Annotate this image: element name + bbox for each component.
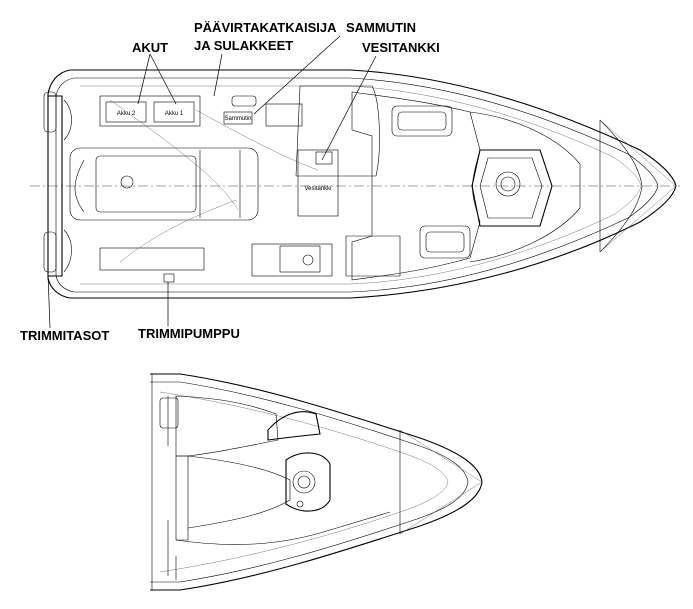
stern-curve-b [63, 229, 72, 273]
bow-line-a [599, 119, 677, 187]
bow-window [267, 411, 321, 441]
hull-inner-rail [55, 77, 659, 293]
engine-hatch [95, 155, 197, 213]
hull-outline [47, 69, 677, 299]
lower-curve [175, 511, 391, 545]
hull-deck-line [80, 85, 642, 285]
anchor-locker-inner [500, 176, 516, 192]
trim-pump-box [99, 247, 205, 271]
cable-b [119, 199, 237, 263]
cabin-entry [175, 455, 189, 541]
bow-section-rail [150, 381, 469, 583]
battery-2-label: Akku 2 [117, 111, 136, 117]
label-trim-tabs: TRIMMITASOT [20, 328, 109, 343]
port-window-inner [397, 111, 447, 131]
cabin-window-area [175, 395, 279, 457]
bow-hatch [285, 452, 331, 512]
leader-akut-b [149, 53, 177, 105]
forward-hatch-inner [479, 157, 543, 219]
fuse-box [231, 95, 257, 107]
cabin-floor [187, 455, 291, 529]
leader-akut-a [137, 53, 151, 105]
label-water-tank: VESITANKKI [362, 40, 440, 55]
aft-seat-curve [74, 159, 85, 213]
bow-section-outline [150, 373, 483, 591]
label-main-switch-1: PÄÄVIRTAKATKAISIJA [194, 20, 337, 35]
cable-a [109, 99, 239, 211]
leader-trim-tabs [47, 273, 51, 329]
bottom-view-bow [150, 373, 483, 591]
main-switch-panel [265, 103, 303, 127]
battery-box [99, 95, 201, 127]
bow-line-d [399, 481, 483, 535]
trim-pump [163, 273, 175, 283]
foredeck [469, 111, 581, 263]
label-trim-pump: TRIMMIPUMPPU [138, 326, 240, 341]
starboard-window [419, 225, 471, 259]
label-batteries: AKUT [132, 40, 168, 55]
stern-curve-a [63, 99, 72, 141]
starboard-window-inner [425, 231, 465, 253]
fuel-cap [120, 175, 134, 189]
port-window [391, 105, 453, 137]
bow-anchor-locker [292, 470, 316, 494]
water-tank [297, 149, 339, 217]
bow-deck-line [159, 391, 449, 573]
label-main-switch-2: JA SULAKKEET [194, 38, 293, 53]
extinguisher-unit-label: Sammutin [224, 116, 251, 122]
water-tank-unit-label: Vesitankki [304, 186, 331, 192]
leader-extinguisher [253, 35, 341, 115]
cabin-top [351, 91, 481, 281]
cable-c [195, 109, 319, 171]
bow-anchor-locker-inner [297, 475, 311, 489]
transom [48, 95, 63, 277]
top-view-boat: Akku 2 Akku 1 Sammutin Vesitankki [30, 69, 680, 299]
anchor-locker [495, 171, 521, 197]
bow-fitting [296, 500, 304, 508]
trim-tab-top [43, 91, 57, 133]
leader-water-tank [321, 55, 377, 161]
bow-line-c [399, 429, 483, 483]
label-extinguisher: SAMMUTIN [346, 20, 416, 35]
battery-2 [105, 101, 147, 123]
tank-cap [315, 151, 333, 165]
control-box [279, 245, 321, 273]
helm-console [295, 85, 380, 177]
side-pocket [159, 397, 179, 429]
aft-cockpit [69, 147, 259, 221]
bow-line-b [599, 185, 677, 253]
forward-hatch [471, 149, 553, 227]
leader-lines [47, 35, 377, 329]
engine-controls [251, 243, 333, 277]
trim-tab-bottom [43, 231, 57, 273]
leader-switch [213, 53, 223, 97]
side-seat [345, 235, 401, 277]
extinguisher-holder [223, 111, 253, 125]
battery-1-label: Akku 1 [165, 111, 184, 117]
bow-edge [599, 119, 643, 253]
control-knob [302, 254, 314, 266]
battery-1 [153, 101, 195, 123]
